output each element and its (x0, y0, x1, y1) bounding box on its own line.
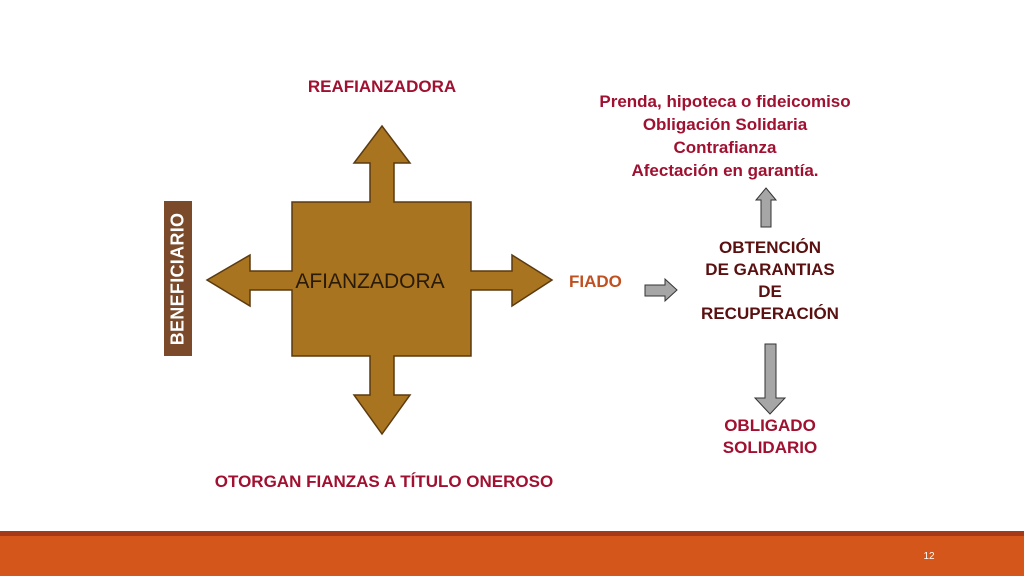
footer-bar (0, 536, 1024, 576)
guarantee-item: Obligación Solidaria (642, 115, 808, 134)
guarantees-list: Prenda, hipoteca o fideicomiso Obligació… (560, 90, 890, 182)
obligado-solidario-block: OBLIGADO SOLIDARIO (680, 415, 860, 459)
obligado-line: OBLIGADO (724, 416, 816, 435)
page-number: 12 (923, 551, 935, 562)
arrow-up-to-guarantees (754, 187, 778, 228)
guarantee-item: Prenda, hipoteca o fideicomiso (599, 92, 851, 111)
obligado-line: SOLIDARIO (722, 438, 818, 457)
recovery-line: OBTENCIÓN (719, 238, 821, 257)
fiado-label: FIADO (569, 272, 622, 291)
arrow-down-to-obligado (753, 343, 787, 415)
guarantee-item: Contrafianza (673, 138, 777, 157)
reafianzadora-label: REAFIANZADORA (307, 77, 457, 96)
recovery-line: RECUPERACIÓN (701, 304, 839, 323)
otorgan-fianzas-label: OTORGAN FIANZAS A TÍTULO ONEROSO (214, 472, 554, 491)
afianzadora-label: AFIANZADORA (295, 270, 444, 293)
recovery-block: OBTENCIÓN DE GARANTIAS DE RECUPERACIÓN (670, 237, 870, 325)
guarantee-item: Afectación en garantía. (631, 161, 819, 180)
recovery-line: DE GARANTIAS (705, 260, 835, 279)
arrow-to-recovery (644, 277, 678, 303)
beneficiario-label: BENEFICIARIO (167, 212, 188, 345)
footer-divider (0, 531, 1024, 536)
afianzadora-cross-shape (205, 124, 554, 436)
beneficiario-box: BENEFICIARIO (164, 201, 192, 356)
recovery-line: DE (758, 282, 782, 301)
